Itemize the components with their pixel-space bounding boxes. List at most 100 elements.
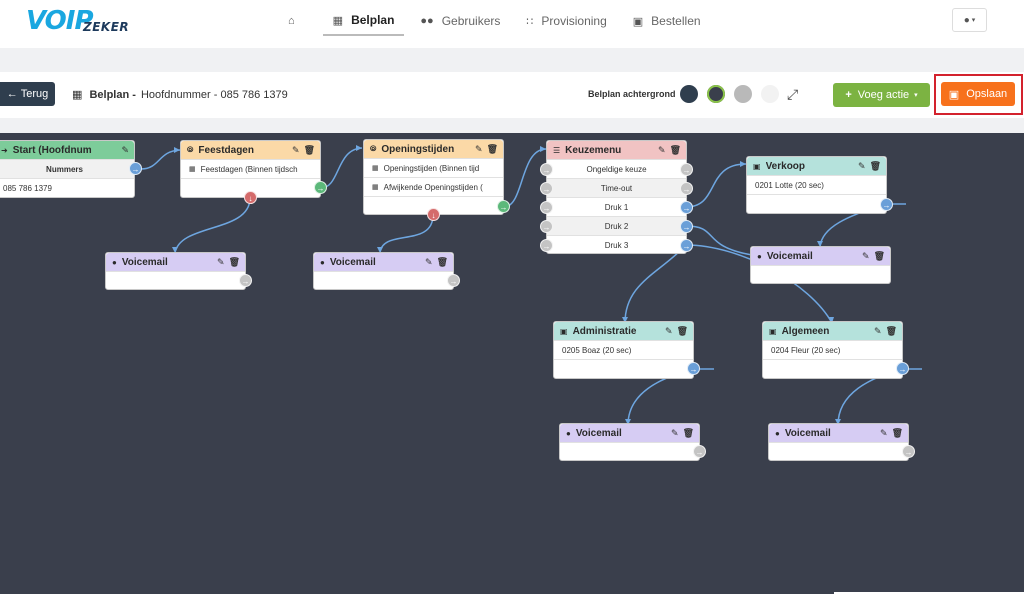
back-button[interactable]: ← Terug [0, 82, 55, 106]
background-swatch-dark-gray[interactable] [707, 85, 725, 103]
arrow-right-icon[interactable]: → [680, 163, 693, 176]
trash-icon[interactable]: 🗑 [486, 143, 498, 154]
node-title: Voicemail [329, 256, 376, 268]
background-swatch-gray[interactable] [734, 85, 752, 103]
trash-icon[interactable]: 🗑 [891, 427, 903, 438]
arrow-down-icon[interactable]: ↓ [244, 191, 257, 204]
arrow-in-icon: → [540, 201, 553, 214]
node-header: ▣ Verkoop ✎ 🗑 [747, 157, 886, 175]
node-voicemail[interactable]: ● Voicemail ✎ 🗑 [105, 252, 246, 290]
arrow-right-icon[interactable]: → [693, 445, 706, 458]
fullscreen-icon[interactable]: ⤢ [787, 86, 799, 102]
belplan-canvas[interactable]: ➜ Start (Hoofdnum ✎ Nummers 085 786 1379… [0, 133, 1024, 594]
nav-item-provisioning[interactable]: ∷ Provisioning [516, 6, 616, 36]
edit-icon[interactable]: ✎ [292, 144, 300, 155]
logo-sub-text: ZEKER [83, 20, 130, 34]
menu-option: Ongeldige keuze [547, 159, 686, 178]
node-keuzemenu[interactable]: ☰ Keuzemenu ✎ 🗑 Ongeldige keuze Time-out… [546, 140, 687, 254]
node-row: Nummers [0, 159, 134, 178]
node-row: ▦ Openingstijden (Binnen tijd [364, 158, 503, 177]
trash-icon[interactable]: 🗑 [873, 250, 885, 261]
node-footer [769, 442, 908, 459]
arrow-right-icon[interactable]: → [680, 201, 693, 214]
node-voicemail[interactable]: ● Voicemail ✎ 🗑 [559, 423, 700, 461]
edit-icon[interactable]: ✎ [880, 427, 888, 438]
arrow-right-icon[interactable]: → [680, 239, 693, 252]
arrow-right-icon[interactable]: → [680, 220, 693, 233]
node-title: Algemeen [781, 325, 830, 337]
node-header: ➜ Start (Hoofdnum ✎ [0, 141, 134, 159]
nav-item-bestellen[interactable]: ▣ Bestellen [623, 6, 711, 36]
node-voicemail[interactable]: ● Voicemail ✎ 🗑 [768, 423, 909, 461]
nav-item-gebruikers[interactable]: ●● Gebruikers [410, 6, 510, 36]
menu-option: Druk 1 [547, 197, 686, 216]
trash-icon[interactable]: 🗑 [436, 256, 448, 267]
node-header: ● Voicemail ✎ 🗑 [560, 424, 699, 442]
node-voicemail[interactable]: ● Voicemail ✎ 🗑 [750, 246, 891, 284]
node-start[interactable]: ➜ Start (Hoofdnum ✎ Nummers 085 786 1379 [0, 140, 135, 198]
node-footer [181, 178, 320, 195]
node-verkoop[interactable]: ▣ Verkoop ✎ 🗑 0201 Lotte (20 sec) [746, 156, 887, 214]
edit-icon[interactable]: ✎ [858, 160, 866, 171]
trash-icon[interactable]: 🗑 [669, 144, 681, 155]
trash-icon[interactable]: 🗑 [228, 256, 240, 267]
arrow-in-icon: → [540, 182, 553, 195]
calendar-icon: ▦ [189, 166, 196, 173]
arrow-right-icon[interactable]: → [896, 362, 909, 375]
microphone-icon: ● [566, 428, 571, 438]
user-menu-button[interactable]: ● ▾ [952, 8, 987, 32]
floppy-icon: ▣ [948, 88, 960, 101]
edit-icon[interactable]: ✎ [425, 256, 433, 267]
background-swatch-dark-blue[interactable] [680, 85, 698, 103]
trash-icon[interactable]: 🗑 [682, 427, 694, 438]
edit-icon[interactable]: ✎ [658, 144, 666, 155]
node-voicemail[interactable]: ● Voicemail ✎ 🗑 [313, 252, 454, 290]
edit-icon[interactable]: ✎ [217, 256, 225, 267]
list-icon: ☰ [553, 145, 561, 155]
arrow-right-icon[interactable]: → [687, 362, 700, 375]
node-footer [554, 359, 693, 376]
node-footer [763, 359, 902, 376]
edit-icon[interactable]: ✎ [671, 427, 679, 438]
trash-icon[interactable]: 🗑 [676, 325, 688, 336]
arrow-right-icon[interactable]: → [314, 181, 327, 194]
edit-icon[interactable]: ✎ [121, 144, 129, 155]
link-keuzemenu-verkoop [685, 163, 747, 208]
add-action-button[interactable]: + Voeg actie ▾ [833, 83, 930, 107]
node-header: ⦾ Openingstijden ✎ 🗑 [364, 140, 503, 158]
arrow-down-icon[interactable]: ↓ [427, 208, 440, 221]
phone-icon: ▣ [769, 326, 777, 336]
node-feestdagen[interactable]: ⦾ Feestdagen ✎ 🗑 ▦ Feestdagen (Binnen ti… [180, 140, 321, 198]
save-highlight [934, 74, 1023, 115]
nav-home[interactable]: ⌂ [282, 6, 309, 36]
node-administratie[interactable]: ▣ Administratie ✎ 🗑 0205 Boaz (20 sec) [553, 321, 694, 379]
breadcrumb-title: Belplan - [89, 89, 136, 101]
menu-option: Druk 2 [547, 216, 686, 235]
arrow-right-icon[interactable]: → [239, 274, 252, 287]
node-title: Verkoop [765, 160, 806, 172]
trash-icon[interactable]: 🗑 [885, 325, 897, 336]
network-icon: ∷ [526, 15, 534, 28]
save-button[interactable]: ▣ Opslaan [941, 82, 1015, 106]
trash-icon[interactable]: 🗑 [303, 144, 315, 155]
arrow-right-icon[interactable]: → [447, 274, 460, 287]
arrow-right-icon[interactable]: → [129, 162, 142, 175]
background-swatch-white[interactable] [761, 85, 779, 103]
node-header: ● Voicemail ✎ 🗑 [769, 424, 908, 442]
arrow-right-icon[interactable]: → [902, 445, 915, 458]
nav-item-belplan[interactable]: ▦ Belplan [322, 6, 405, 36]
node-algemeen[interactable]: ▣ Algemeen ✎ 🗑 0204 Fleur (20 sec) [762, 321, 903, 379]
back-label: Terug [20, 88, 49, 100]
link-keuzemenu-voicemail [685, 225, 753, 256]
edit-icon[interactable]: ✎ [862, 250, 870, 261]
edit-icon[interactable]: ✎ [475, 143, 483, 154]
arrow-right-icon[interactable]: → [680, 182, 693, 195]
node-openingstijden[interactable]: ⦾ Openingstijden ✎ 🗑 ▦ Openingstijden (B… [363, 139, 504, 215]
edit-icon[interactable]: ✎ [874, 325, 882, 336]
arrow-right-icon[interactable]: → [880, 198, 893, 211]
trash-icon[interactable]: 🗑 [869, 160, 881, 171]
edit-icon[interactable]: ✎ [665, 325, 673, 336]
node-footer [314, 271, 453, 288]
arrow-right-icon[interactable]: → [497, 200, 510, 213]
sitemap-icon: ▦ [332, 14, 344, 27]
